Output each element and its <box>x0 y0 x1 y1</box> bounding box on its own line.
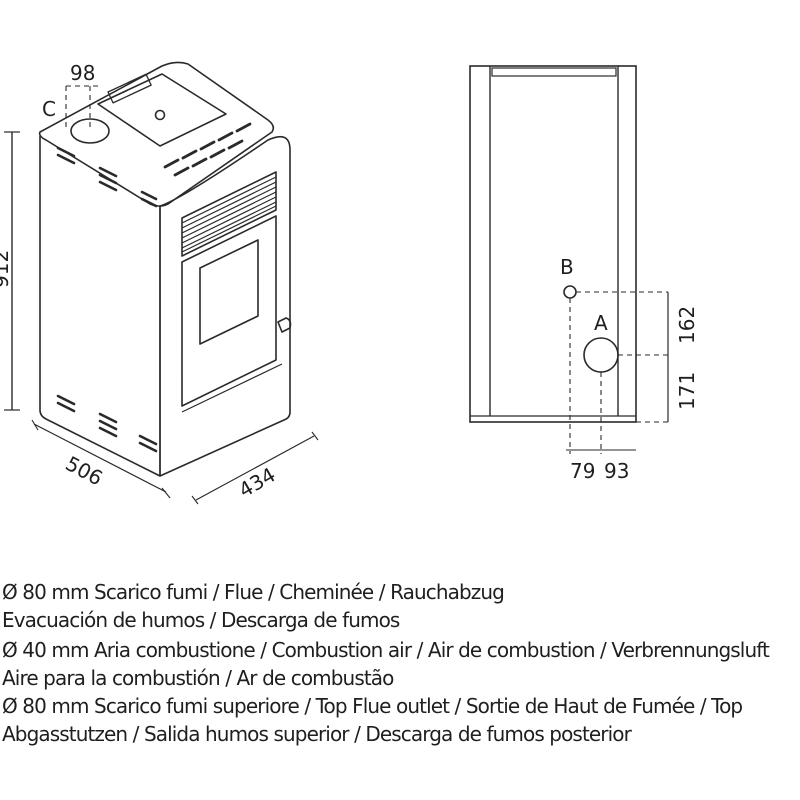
back-view-drawing <box>469 65 669 454</box>
outlet-a <box>583 337 619 373</box>
back-dimension-guides <box>569 291 668 454</box>
dim-434: 434 <box>235 462 280 502</box>
stove-left-side <box>39 136 161 477</box>
dim-93: 93 <box>604 459 629 483</box>
stove-door <box>181 215 277 407</box>
front-grille <box>181 171 277 257</box>
back-outline <box>469 65 637 423</box>
stove-front <box>159 135 291 477</box>
door-handle <box>277 317 292 333</box>
dim-912: 912 <box>0 250 13 288</box>
stove-top-surface <box>38 61 275 207</box>
dim-506: 506 <box>62 451 107 490</box>
door-glass <box>199 239 259 345</box>
top-flue-outlet <box>70 118 110 144</box>
stove-drawing <box>4 61 319 505</box>
label-b: B <box>560 255 574 279</box>
side-vents-top <box>56 146 158 208</box>
legend-line-5: Ø 80 mm Scarico fumi superiore / Top Flu… <box>2 694 743 718</box>
legend-line-6: Abgasstutzen / Salida humos superior / D… <box>2 722 632 746</box>
outlet-b <box>563 285 577 299</box>
legend-line-3: Ø 40 mm Aria combustione / Combustion ai… <box>2 638 770 662</box>
dim-162: 162 <box>675 306 699 344</box>
label-a: A <box>594 311 608 335</box>
control-panel <box>97 73 227 147</box>
dim-98: 98 <box>70 61 95 85</box>
panel-button <box>154 109 166 121</box>
legend-line-1: Ø 80 mm Scarico fumi / Flue / Cheminée /… <box>2 580 505 604</box>
legend-line-2: Evacuación de humos / Descarga de fumos <box>2 608 400 632</box>
outlet-legend: Ø 80 mm Scarico fumi / Flue / Cheminée /… <box>0 578 800 778</box>
technical-drawing: C 98 912 506 434 B A 162 171 79 93 <box>0 61 699 505</box>
label-c: C <box>42 97 56 121</box>
flue-c-leaders <box>65 85 98 131</box>
side-vents-bottom <box>56 394 158 453</box>
dim-171: 171 <box>675 372 699 410</box>
top-vent-grille <box>163 122 252 177</box>
legend-line-4: Aire para la combustión / Ar de combustã… <box>2 666 394 690</box>
width-dimension-line <box>195 435 315 501</box>
display-window <box>107 73 152 104</box>
depth-dimension-line <box>33 423 167 493</box>
dim-79: 79 <box>570 459 595 483</box>
